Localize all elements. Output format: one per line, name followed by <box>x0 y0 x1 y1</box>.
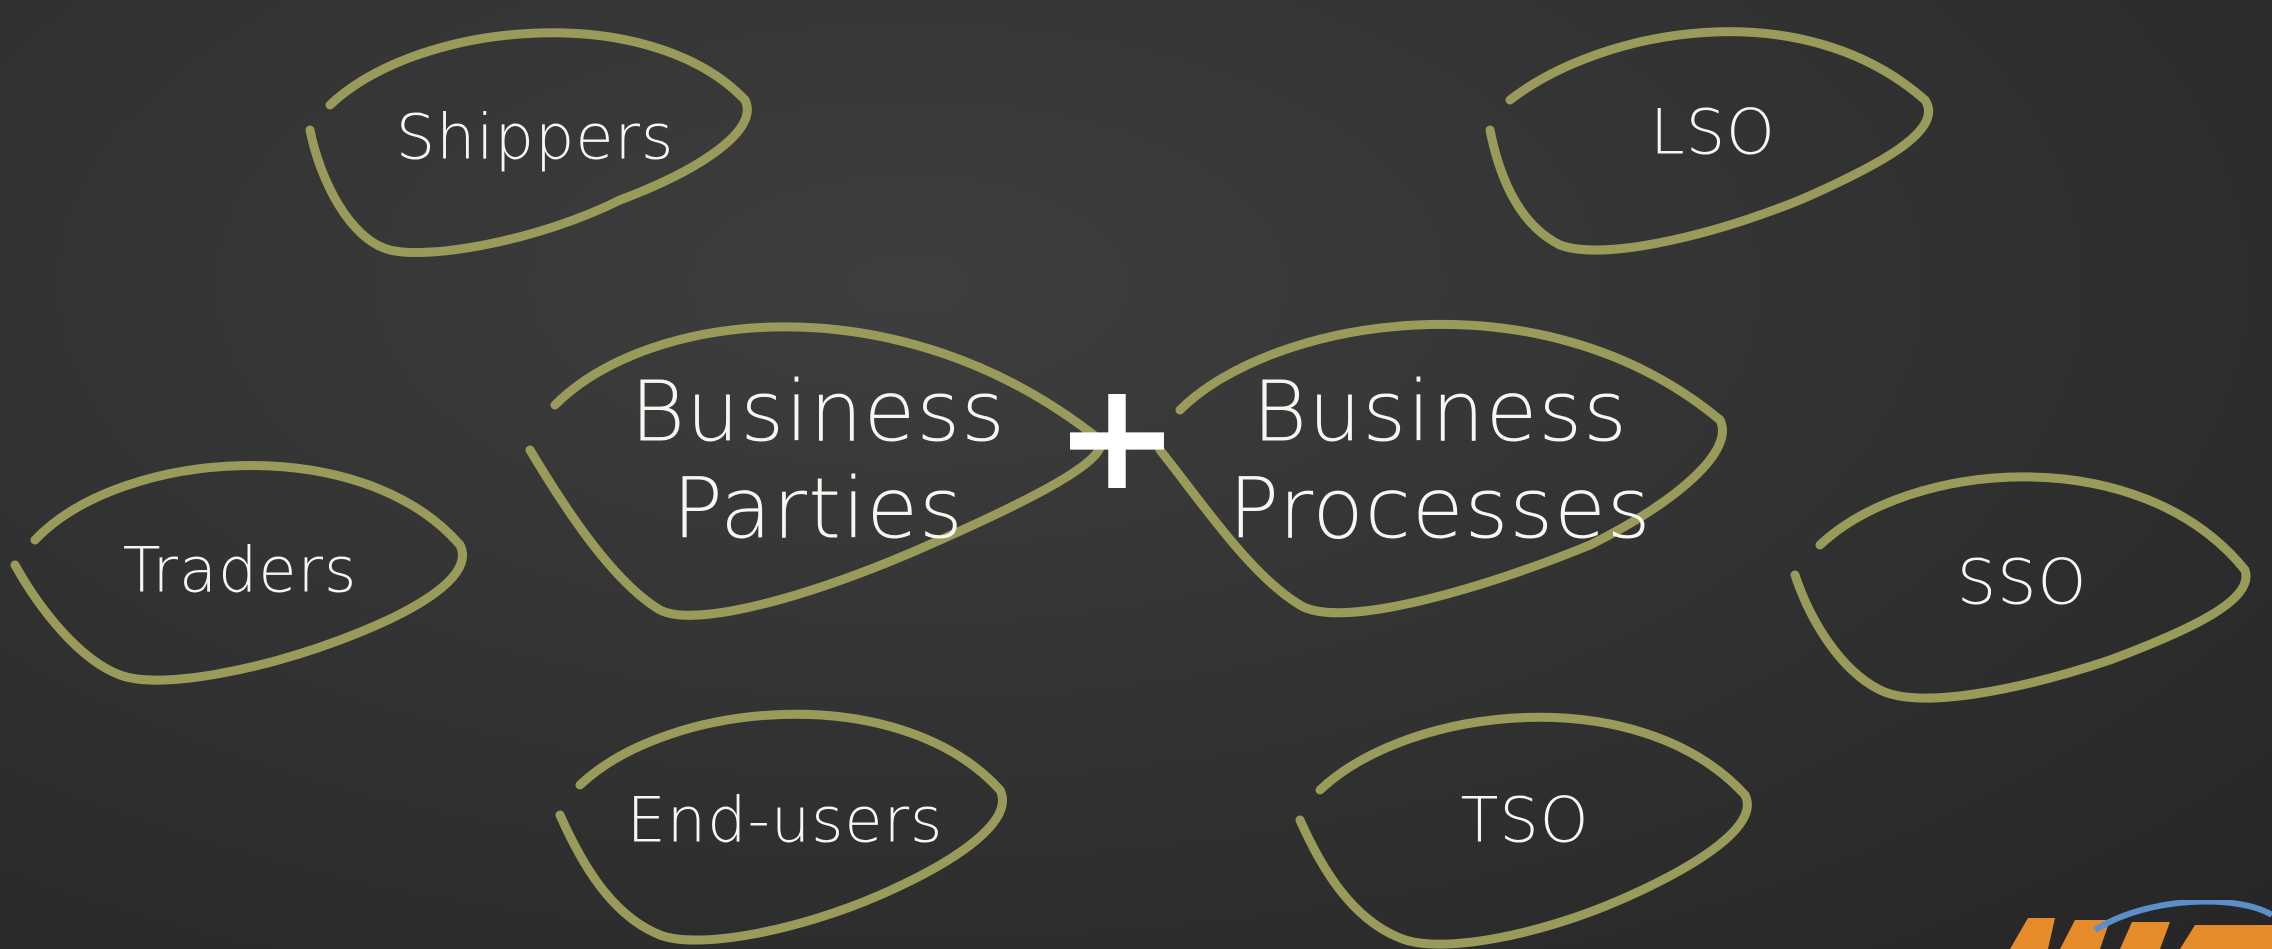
leaf-outline-lso <box>1485 27 1934 255</box>
business-processes-line-2: Processes <box>1228 459 1652 557</box>
leaf-outline-business-processes <box>1155 319 1727 618</box>
plus-operator: + <box>1054 350 1180 524</box>
leaf-outline-business-parties <box>525 322 1106 620</box>
node-shippers: Shippers <box>395 100 675 174</box>
leaf-outline-tso <box>1295 712 1752 949</box>
leaf-outline-sso <box>1790 472 2251 703</box>
node-business-parties: Business Parties <box>630 363 1006 556</box>
business-processes-line-1: Business <box>1252 362 1628 461</box>
business-parties-line-1: Business <box>630 362 1006 461</box>
node-end-users: End-users <box>626 783 944 857</box>
node-business-processes: Business Processes <box>1228 363 1651 556</box>
node-lso: LSO <box>1650 95 1776 169</box>
business-parties-line-2: Parties <box>672 459 964 557</box>
leaf-outline-traders <box>10 461 467 685</box>
node-sso: SSO <box>1956 545 2088 619</box>
node-tso: TSO <box>1460 783 1590 857</box>
leaf-outline-end-users <box>555 709 1007 945</box>
brand-logo-partial <box>2010 900 2272 949</box>
leaf-outline-shippers <box>305 28 752 258</box>
node-traders: Traders <box>122 533 358 607</box>
